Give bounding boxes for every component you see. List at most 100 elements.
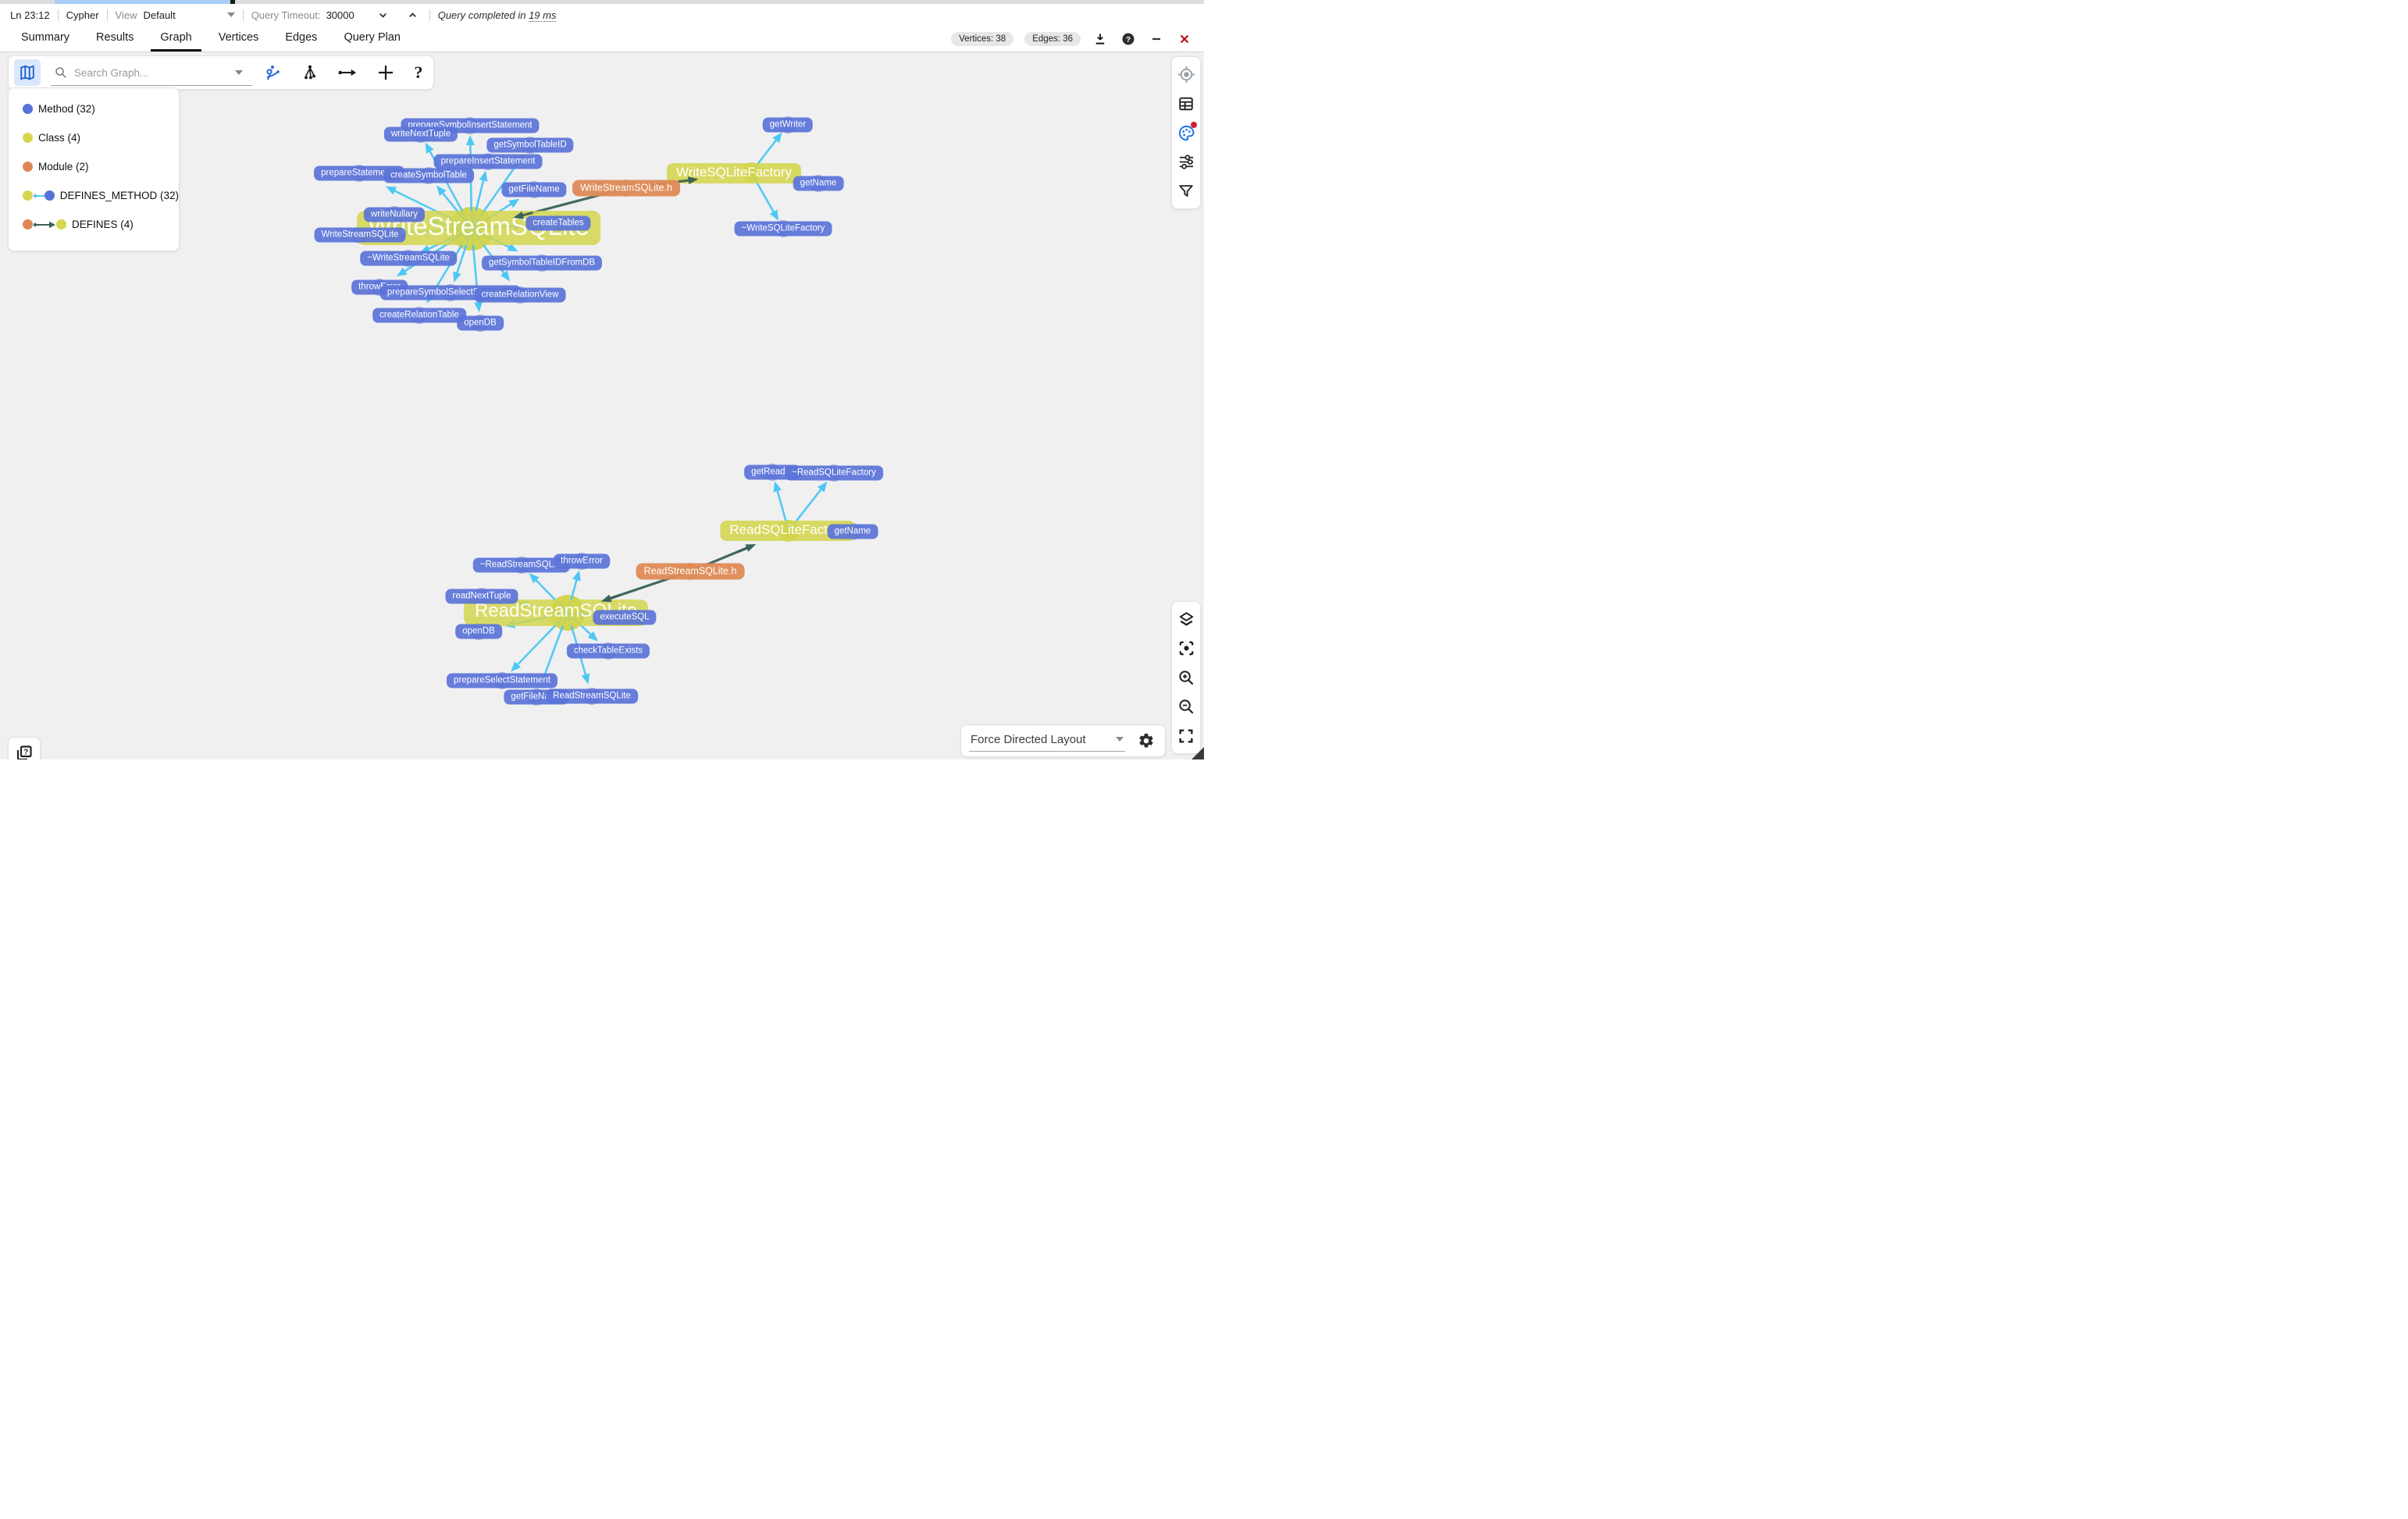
graph-node-writestreamsqlite[interactable]: ~WriteStreamSQLite [360, 251, 457, 266]
graph-node-opendb[interactable]: openDB [457, 315, 504, 331]
graph-node-getsymboltableid[interactable]: getSymbolTableID [486, 137, 574, 153]
tab-vertices[interactable]: Vertices [218, 31, 259, 44]
divider [429, 9, 430, 21]
close-icon[interactable] [1176, 30, 1193, 48]
divider [242, 9, 244, 21]
view-value[interactable]: Default [143, 9, 176, 21]
timeout-value[interactable]: 30000 [326, 9, 354, 21]
graph-node-writestreamsqlite[interactable]: WriteStreamSQLite [314, 227, 406, 243]
search-zone [51, 60, 252, 86]
chevron-down-icon[interactable] [375, 7, 392, 23]
graph-node-getfilename[interactable]: getFileName [501, 182, 567, 197]
layout-select-value: Force Directed Layout [971, 732, 1086, 746]
layers-button[interactable] [1177, 610, 1195, 628]
graph-node-executesql[interactable]: executeSQL [593, 610, 657, 625]
layout-selector-card: Force Directed Layout [960, 724, 1166, 757]
download-icon[interactable] [1092, 30, 1109, 48]
status-time: 19 ms [529, 9, 557, 22]
display-settings-button[interactable] [1177, 153, 1195, 172]
graph-node-checktableexists[interactable]: checkTableExists [566, 643, 650, 659]
legend-item-defines-4[interactable]: DEFINES (4) [9, 210, 179, 239]
layout-select[interactable]: Force Directed Layout [969, 731, 1125, 752]
graph-node-prepareinsertstatement[interactable]: prepareInsertStatement [433, 154, 543, 169]
graph-node-writenullary[interactable]: writeNullary [363, 207, 426, 222]
graph-node-readstreamsqlite-h[interactable]: ReadStreamSQLite.h [636, 563, 745, 580]
edge-arrow-icon [338, 69, 357, 76]
graph-node-createtables[interactable]: createTables [525, 215, 591, 231]
legend-label: Module (2) [38, 161, 89, 173]
minimize-icon[interactable] [1148, 30, 1165, 48]
graph-node-readnexttuple[interactable]: readNextTuple [445, 589, 518, 604]
graph-node-writesqlitefactory[interactable]: WriteSQLiteFactory [666, 163, 802, 183]
layout-settings-button[interactable] [1136, 731, 1156, 751]
graph-node-getname[interactable]: getName [827, 524, 878, 539]
tab-edges[interactable]: Edges [285, 31, 318, 44]
legend-item-method-32[interactable]: Method (32) [9, 94, 179, 123]
tabs-bar: Summary Results Graph Vertices Edges Query Pl… [0, 26, 1204, 52]
graph-node-writesqlitefactory[interactable]: ~WriteSQLiteFactory [734, 221, 832, 237]
shortcuts-help-button[interactable]: ? [8, 737, 41, 760]
graph-node-createrelationview[interactable]: createRelationView [474, 287, 566, 303]
search-input[interactable] [73, 66, 224, 80]
legend-item-module-2[interactable]: Module (2) [9, 152, 179, 181]
fit-view-button[interactable] [1177, 727, 1195, 745]
graph-node-getname[interactable]: getName [793, 176, 844, 191]
force-graph-view-button[interactable] [258, 59, 285, 86]
legend-item-defines-method-32[interactable]: DEFINES_METHOD (32) [9, 181, 179, 210]
graph-node-opendb[interactable]: openDB [455, 624, 502, 639]
style-palette-button[interactable] [1177, 122, 1197, 142]
tree-layout-button[interactable] [297, 59, 323, 86]
center-focus-icon [1179, 641, 1193, 656]
sliders-icon [1179, 155, 1193, 169]
tab-summary[interactable]: Summary [21, 31, 70, 44]
graph-node-createrelationtable[interactable]: createRelationTable [372, 308, 466, 323]
graph-node-getwriter[interactable]: getWriter [762, 117, 814, 133]
add-node-button[interactable] [372, 59, 399, 86]
graph-node-readstreamsqlite[interactable]: ~ReadStreamSQLite [472, 557, 571, 573]
search-dropdown-caret-icon[interactable] [235, 70, 243, 75]
table-view-button[interactable] [1177, 94, 1195, 113]
filter-button[interactable] [1177, 182, 1195, 201]
query-language: Cypher [66, 9, 99, 21]
legend-label: DEFINES_METHOD (32) [59, 190, 179, 201]
expand-edge-button[interactable] [334, 59, 361, 86]
graph-node-throwerror[interactable]: throwError [554, 553, 610, 569]
hierarchy-tree-icon [305, 65, 315, 80]
center-focus-button[interactable] [1177, 639, 1195, 658]
graph-node-readsqlitefactory[interactable]: ~ReadSQLiteFactory [785, 465, 883, 481]
graph-node-preparestatements[interactable]: prepareStatements [314, 165, 404, 181]
chevron-up-icon[interactable] [404, 7, 422, 23]
vertices-count-badge[interactable]: Vertices: 38 [951, 31, 1014, 46]
search-icon [55, 67, 66, 78]
zoom-in-button[interactable] [1177, 668, 1195, 687]
legend-dot [56, 219, 66, 229]
toolbar-help-button[interactable]: ? [405, 59, 432, 86]
plus-icon [379, 66, 393, 80]
tab-results[interactable]: Results [96, 31, 134, 44]
locate-button[interactable] [1177, 65, 1195, 84]
edges-count-badge[interactable]: Edges: 36 [1024, 31, 1081, 46]
graph-node-writenexttuple[interactable]: writeNextTuple [383, 126, 458, 142]
right-toolbar-top [1171, 56, 1201, 209]
status-text: Query completed in 19 ms [438, 9, 557, 22]
help-icon[interactable]: ? [1120, 30, 1137, 48]
legend-dot [23, 162, 33, 172]
graph-viewer-window: Ln 23:12 Cypher View Default Query Timeo… [0, 0, 1204, 760]
graph-node-writestreamsqlite-h[interactable]: WriteStreamSQLite.h [572, 180, 680, 197]
force-graph-icon [266, 66, 280, 80]
graph-node-prepareselectstatement[interactable]: prepareSelectStatement [446, 673, 558, 688]
tab-query-plan[interactable]: Query Plan [344, 31, 401, 44]
zoom-out-button[interactable] [1177, 698, 1195, 717]
legend-label: DEFINES (4) [72, 219, 134, 230]
tab-graph[interactable]: Graph [151, 26, 201, 52]
graph-node-createsymboltable[interactable]: createSymbolTable [383, 168, 474, 183]
legend-item-class-4[interactable]: Class (4) [9, 123, 179, 152]
layout-caret-icon [1116, 737, 1124, 742]
view-dropdown-caret-icon[interactable] [226, 12, 235, 17]
cursor-position: Ln 23:12 [10, 9, 50, 21]
graph-node-readstreamsqlite[interactable]: ReadStreamSQLite [546, 688, 638, 704]
fit-view-icon [1179, 729, 1193, 743]
graph-node-getsymboltableidfromdb[interactable]: getSymbolTableIDFromDB [481, 255, 603, 271]
flashcard-question-icon: ? [16, 745, 32, 760]
minimap-toggle-button[interactable] [14, 59, 41, 86]
